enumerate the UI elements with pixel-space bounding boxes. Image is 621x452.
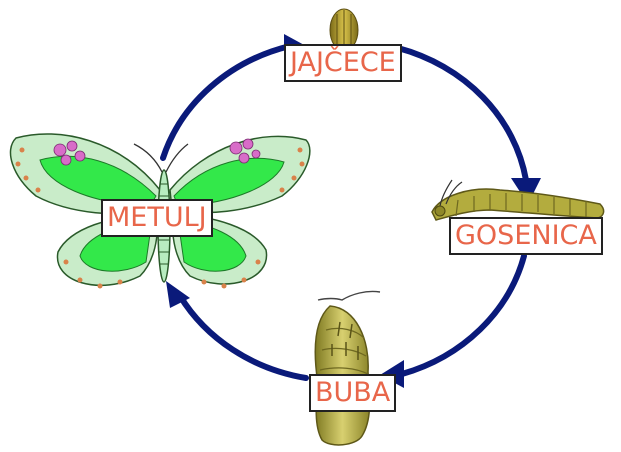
stage-label-caterpillar: GOSENICA [449, 217, 603, 255]
arrow-egg-to-caterpillar [398, 48, 526, 180]
arrow-pupa-to-butterfly [180, 296, 306, 378]
stage-label-pupa: BUBA [309, 374, 396, 412]
pupa-illustration [315, 291, 380, 444]
stage-label-egg: JAJČECE [284, 44, 402, 82]
stage-label-butterfly: METULJ [101, 199, 213, 237]
arrow-caterpillar-to-pupa [402, 256, 524, 374]
